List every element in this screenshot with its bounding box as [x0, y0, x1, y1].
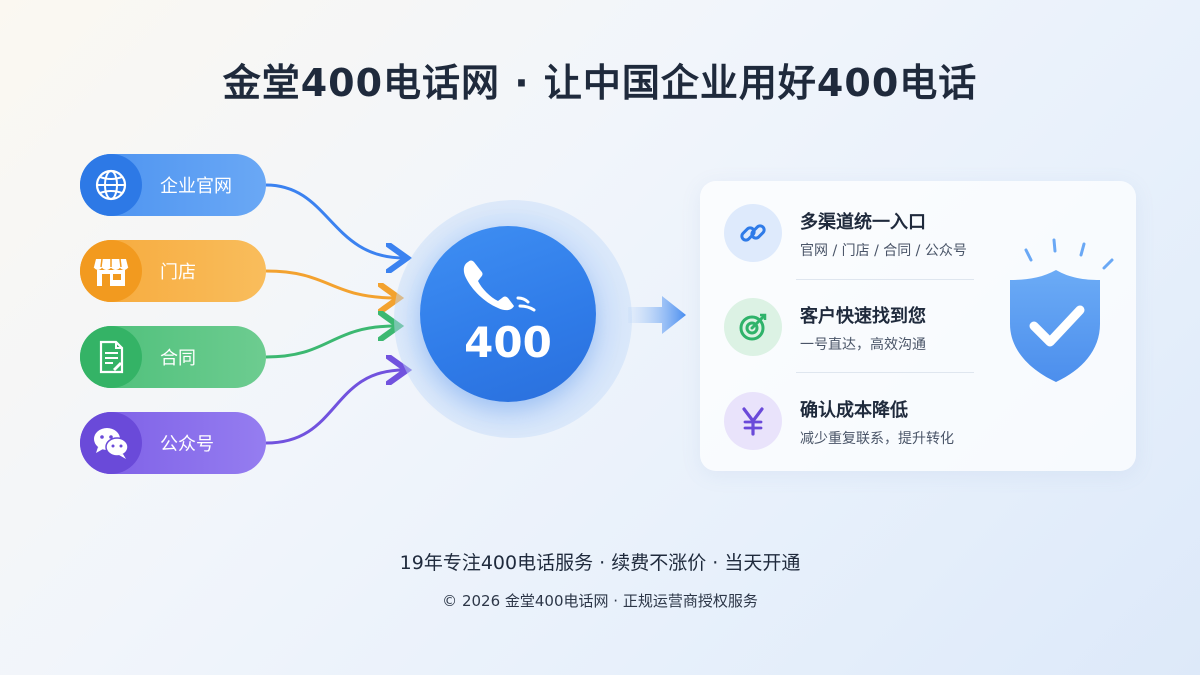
channel-label: 企业官网 — [160, 176, 232, 197]
globe-icon — [80, 154, 142, 216]
benefit-heading: 客户快速找到您 — [800, 306, 926, 327]
target-icon — [724, 298, 782, 356]
hub-number: 400 — [464, 318, 552, 367]
link-icon — [724, 204, 782, 262]
channel-contract: 合同 — [80, 326, 266, 388]
document-icon — [80, 326, 142, 388]
channel-store: 门店 — [80, 240, 266, 302]
channel-label: 合同 — [160, 348, 196, 369]
line-wx — [265, 370, 404, 445]
line-doc — [265, 326, 396, 359]
channel-website: 企业官网 — [80, 154, 266, 216]
arrow-right-icon — [628, 296, 686, 334]
page-title: 金堂400电话网 · 让中国企业用好400电话 — [222, 61, 978, 105]
storefront-icon — [80, 240, 142, 302]
channel-label: 公众号 — [160, 434, 214, 455]
benefit-subtext: 一号直达，高效沟通 — [800, 337, 926, 353]
footer-copyright: © 2026 金堂400电话网 · 正规运营商授权服务 — [442, 592, 758, 610]
phone-icon — [463, 260, 536, 312]
benefit-heading: 确认成本降低 — [800, 400, 908, 421]
shield-check-icon — [1010, 238, 1114, 382]
divider — [796, 279, 974, 280]
channel-label: 门店 — [160, 262, 196, 283]
divider — [796, 372, 974, 373]
yen-icon — [724, 392, 782, 450]
benefit-heading: 多渠道统一入口 — [800, 212, 926, 233]
wechat-icon — [80, 412, 142, 474]
benefit-subtext: 减少重复联系，提升转化 — [800, 431, 954, 447]
line-store — [265, 269, 396, 298]
benefit-subtext: 官网 / 门店 / 合同 / 公众号 — [800, 243, 967, 259]
footer-tagline: 19年专注400电话服务 · 续费不涨价 · 当天开通 — [399, 552, 801, 574]
hub-circle — [420, 226, 596, 402]
channel-wechat: 公众号 — [80, 412, 266, 474]
line-web — [265, 183, 404, 258]
